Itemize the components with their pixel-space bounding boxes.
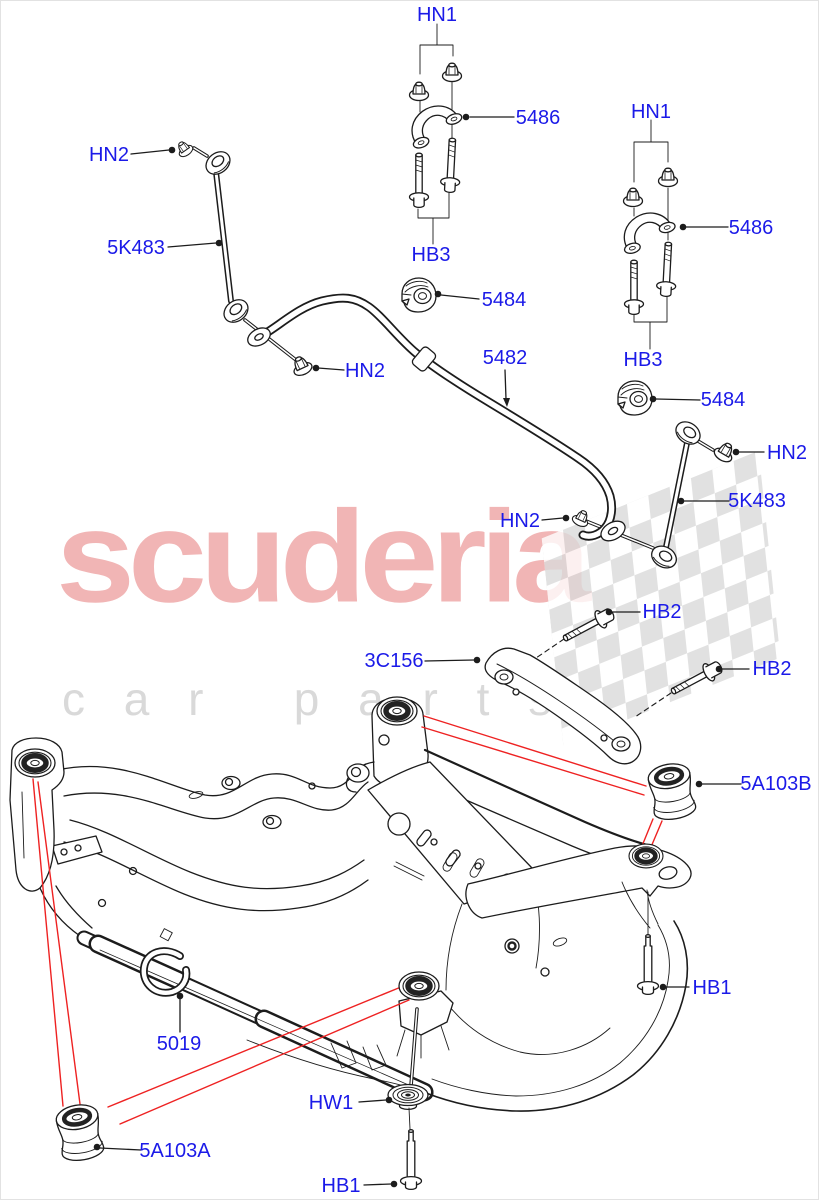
part-label-hn2-mid[interactable]: HN2 bbox=[344, 360, 386, 382]
bushing-5a103b bbox=[646, 761, 697, 822]
part-label-hw1[interactable]: HW1 bbox=[308, 1092, 354, 1114]
part-label-5486-left[interactable]: 5486 bbox=[515, 107, 561, 129]
leader-lines bbox=[93, 113, 765, 1188]
hw1-washer bbox=[387, 1083, 429, 1111]
part-label-5k483-left[interactable]: 5K483 bbox=[107, 237, 165, 259]
clamp-5486-left bbox=[402, 97, 468, 151]
part-label-hn1-top[interactable]: HN1 bbox=[416, 4, 458, 26]
part-label-5019[interactable]: 5019 bbox=[156, 1033, 202, 1055]
bushing-5a103a bbox=[54, 1102, 105, 1163]
subframe-fasteners bbox=[387, 891, 660, 1191]
bushing-5484-right bbox=[617, 380, 653, 416]
part-label-hn2-right[interactable]: HN2 bbox=[766, 442, 808, 464]
watermark-brand: scuderia bbox=[56, 483, 591, 630]
part-label-hb2-upper[interactable]: HB2 bbox=[642, 601, 682, 623]
part-label-5k483-right[interactable]: 5K483 bbox=[728, 490, 786, 512]
watermark-tagline: c a r p a r t s bbox=[62, 673, 565, 725]
part-label-hb3-left[interactable]: HB3 bbox=[411, 244, 451, 266]
red-locator-lines bbox=[32, 715, 663, 1125]
part-label-5484-right[interactable]: 5484 bbox=[700, 389, 746, 411]
part-label-hn1-right[interactable]: HN1 bbox=[630, 101, 672, 123]
bushing-5484-left bbox=[401, 277, 437, 313]
hb1-bolt-bottom bbox=[399, 1129, 423, 1191]
hb1-bolt-right bbox=[636, 934, 660, 996]
part-label-hb2-lower[interactable]: HB2 bbox=[752, 658, 792, 680]
subframe-front-mount-bushing bbox=[399, 972, 439, 1000]
part-label-hb3-right[interactable]: HB3 bbox=[623, 349, 663, 371]
part-label-hb1-right[interactable]: HB1 bbox=[692, 977, 732, 999]
subframe-arm-eye-bushing bbox=[629, 844, 663, 868]
part-label-hb1-bottom[interactable]: HB1 bbox=[321, 1175, 361, 1197]
part-label-5482[interactable]: 5482 bbox=[482, 347, 528, 369]
part-label-3c156[interactable]: 3C156 bbox=[364, 650, 424, 672]
bracket-3c156 bbox=[484, 603, 726, 765]
part-label-hn2-lower[interactable]: HN2 bbox=[499, 510, 541, 532]
subframe-crossmember bbox=[9, 697, 692, 1112]
part-label-5486-right[interactable]: 5486 bbox=[728, 217, 774, 239]
part-label-5a103a[interactable]: 5A103A bbox=[139, 1140, 211, 1162]
stabilizer-assembly bbox=[173, 23, 739, 573]
part-label-5484-left[interactable]: 5484 bbox=[481, 289, 527, 311]
hb2-bolt-lower bbox=[666, 656, 726, 701]
part-label-5a103b[interactable]: 5A103B bbox=[740, 773, 812, 795]
part-label-hn2-topleft[interactable]: HN2 bbox=[88, 144, 130, 166]
